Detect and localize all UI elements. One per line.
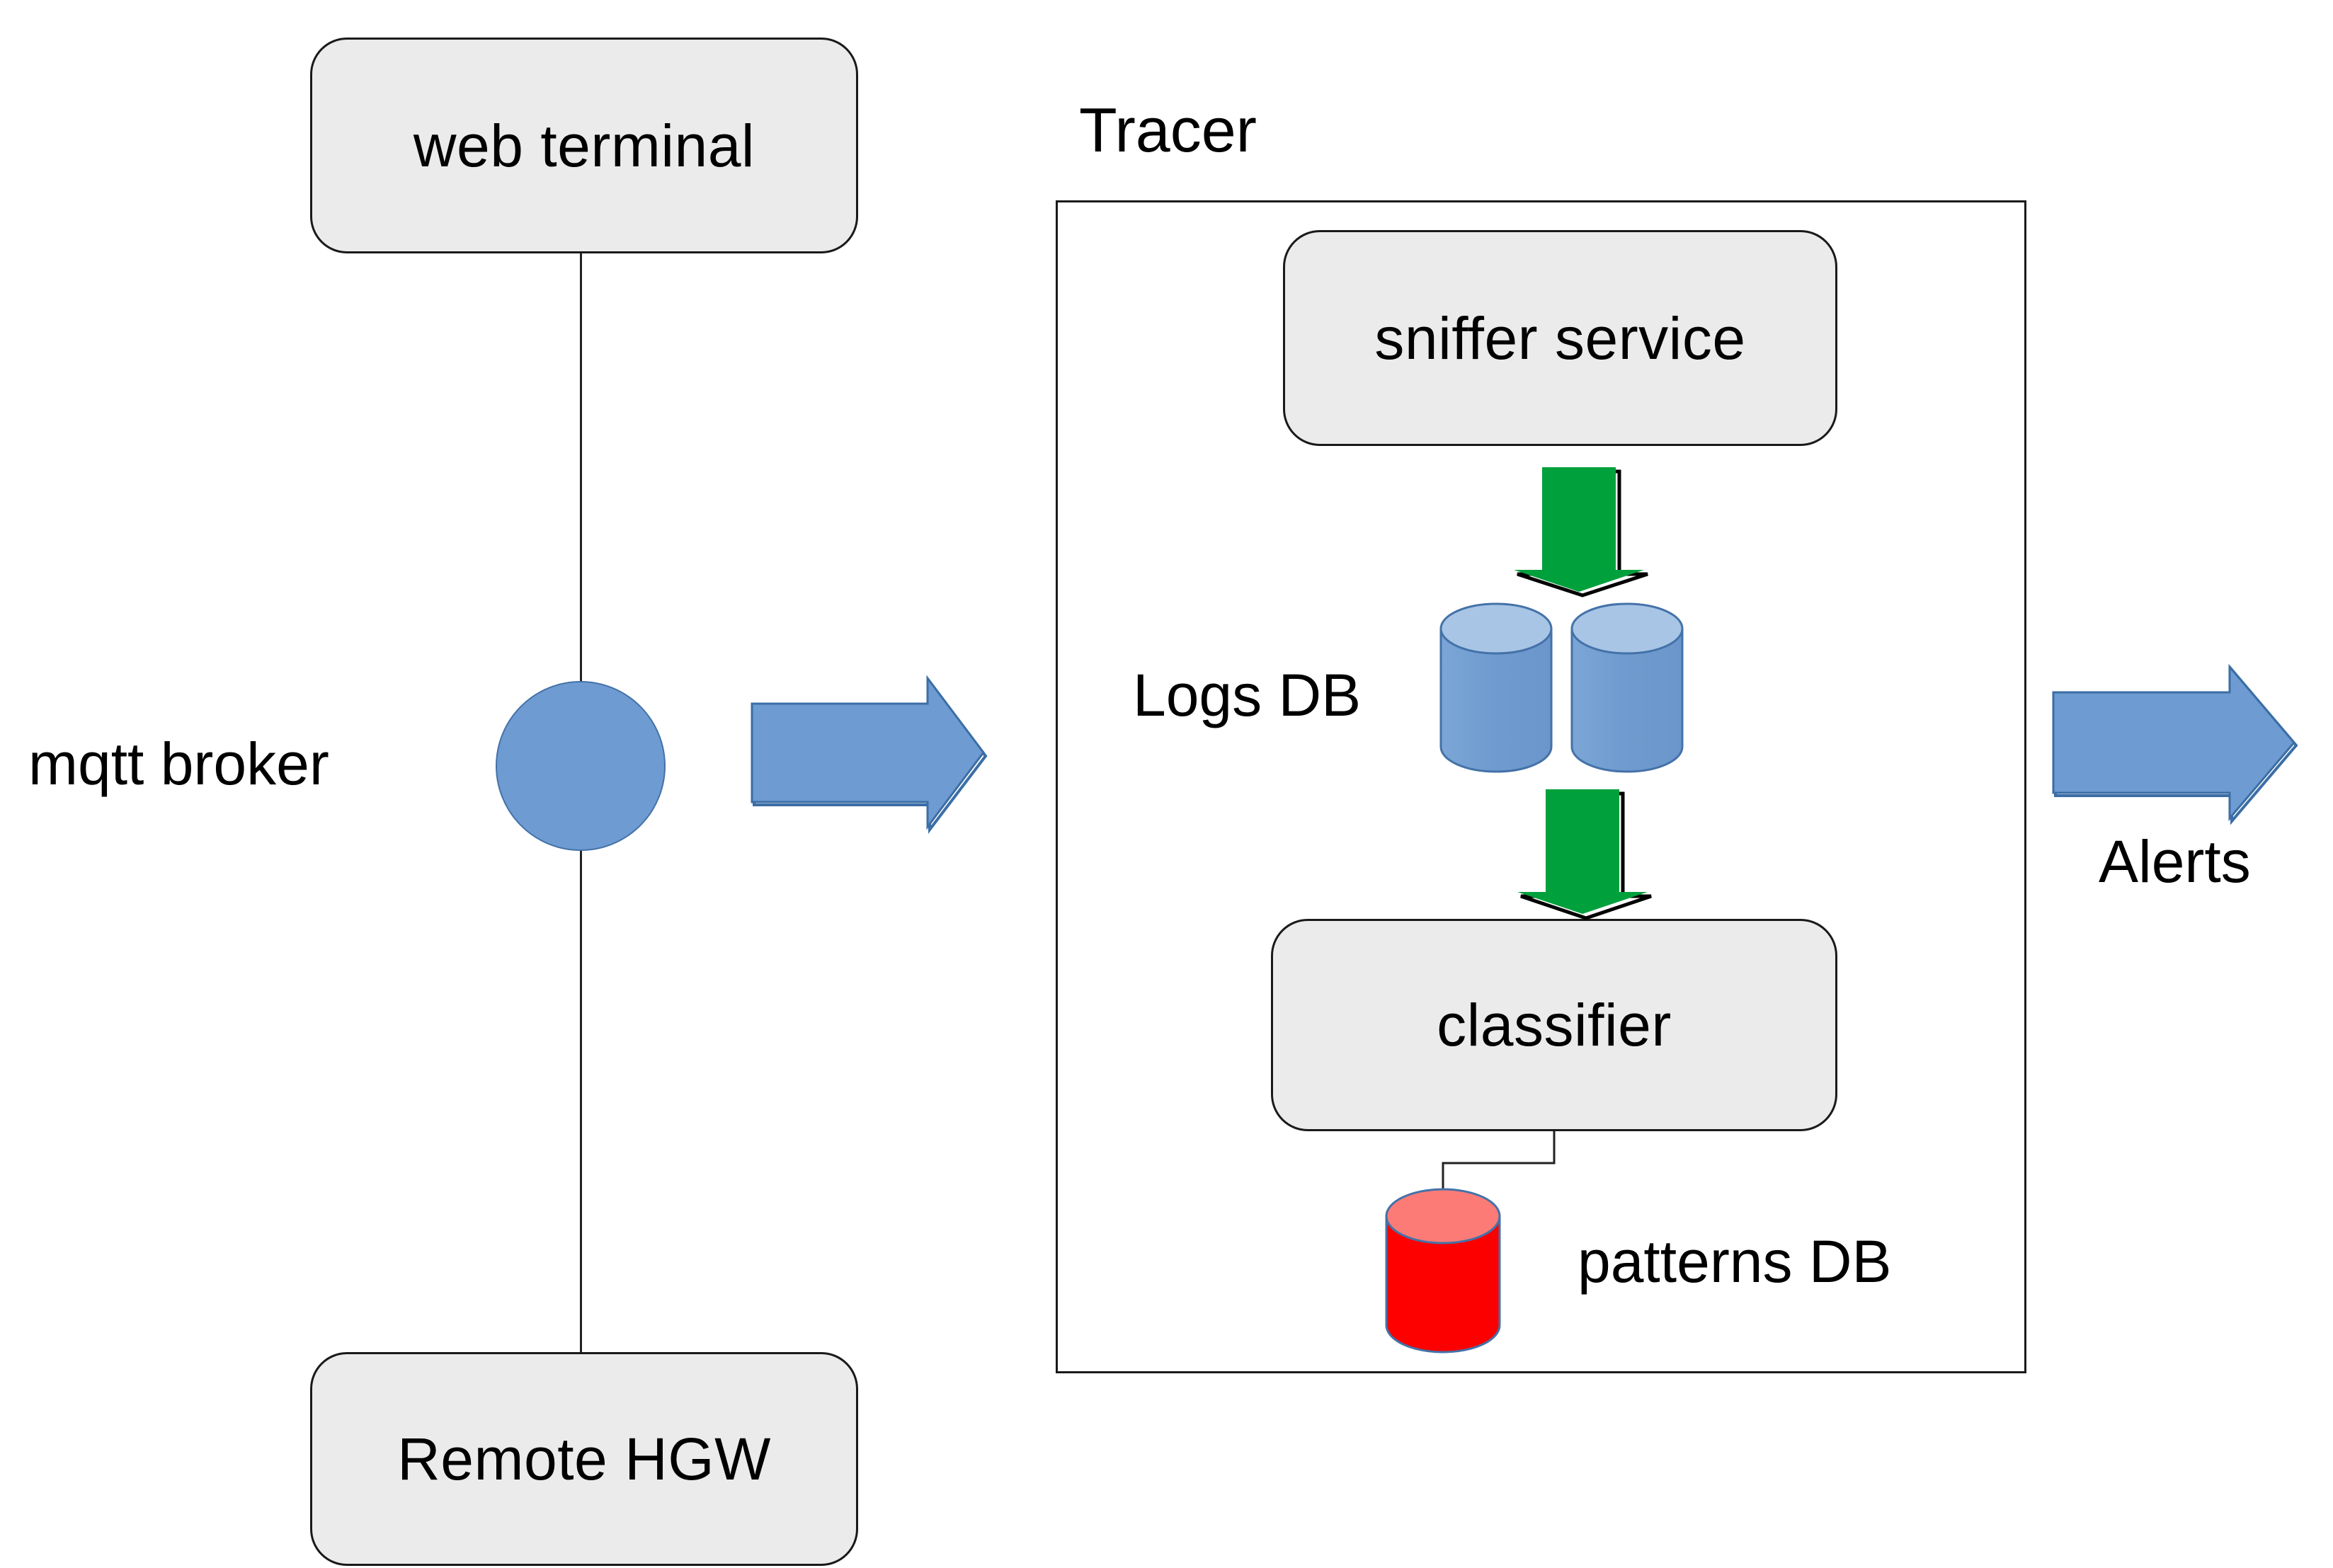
classifier-to-patterns-db-connector [1442, 1131, 1556, 1196]
patterns-db-cylinder[interactable] [1385, 1188, 1501, 1354]
node-remote-hgw-label: Remote HGW [397, 1426, 771, 1492]
node-web-terminal-label: web terminal [413, 112, 755, 179]
tracer-title: Tracer [1079, 95, 1257, 165]
node-sniffer-service[interactable]: sniffer service [1283, 230, 1837, 446]
node-classifier[interactable]: classifier [1271, 919, 1837, 1131]
tracer-container [1056, 200, 2026, 1373]
logs-db-cylinder-1[interactable] [1439, 602, 1553, 773]
patterns-db-label: patterns DB [1578, 1228, 1892, 1295]
node-remote-hgw[interactable]: Remote HGW [310, 1352, 858, 1566]
mqtt-broker-label: mqtt broker [28, 731, 329, 797]
arrow-sniffer-to-logsdb[interactable] [1514, 467, 1648, 597]
node-classifier-label: classifier [1437, 992, 1672, 1058]
arrow-tracer-to-alerts[interactable] [2052, 663, 2298, 825]
mqtt-broker-node[interactable] [496, 681, 666, 851]
logs-db-cylinder-2[interactable] [1570, 602, 1684, 773]
node-sniffer-service-label: sniffer service [1374, 304, 1746, 372]
alerts-label: Alerts [2099, 828, 2251, 895]
arrow-broker-to-tracer[interactable] [751, 675, 988, 834]
node-web-terminal[interactable]: web terminal [310, 38, 858, 253]
arrow-logsdb-to-classifier[interactable] [1517, 789, 1652, 920]
logs-db-label: Logs DB [1133, 662, 1362, 728]
